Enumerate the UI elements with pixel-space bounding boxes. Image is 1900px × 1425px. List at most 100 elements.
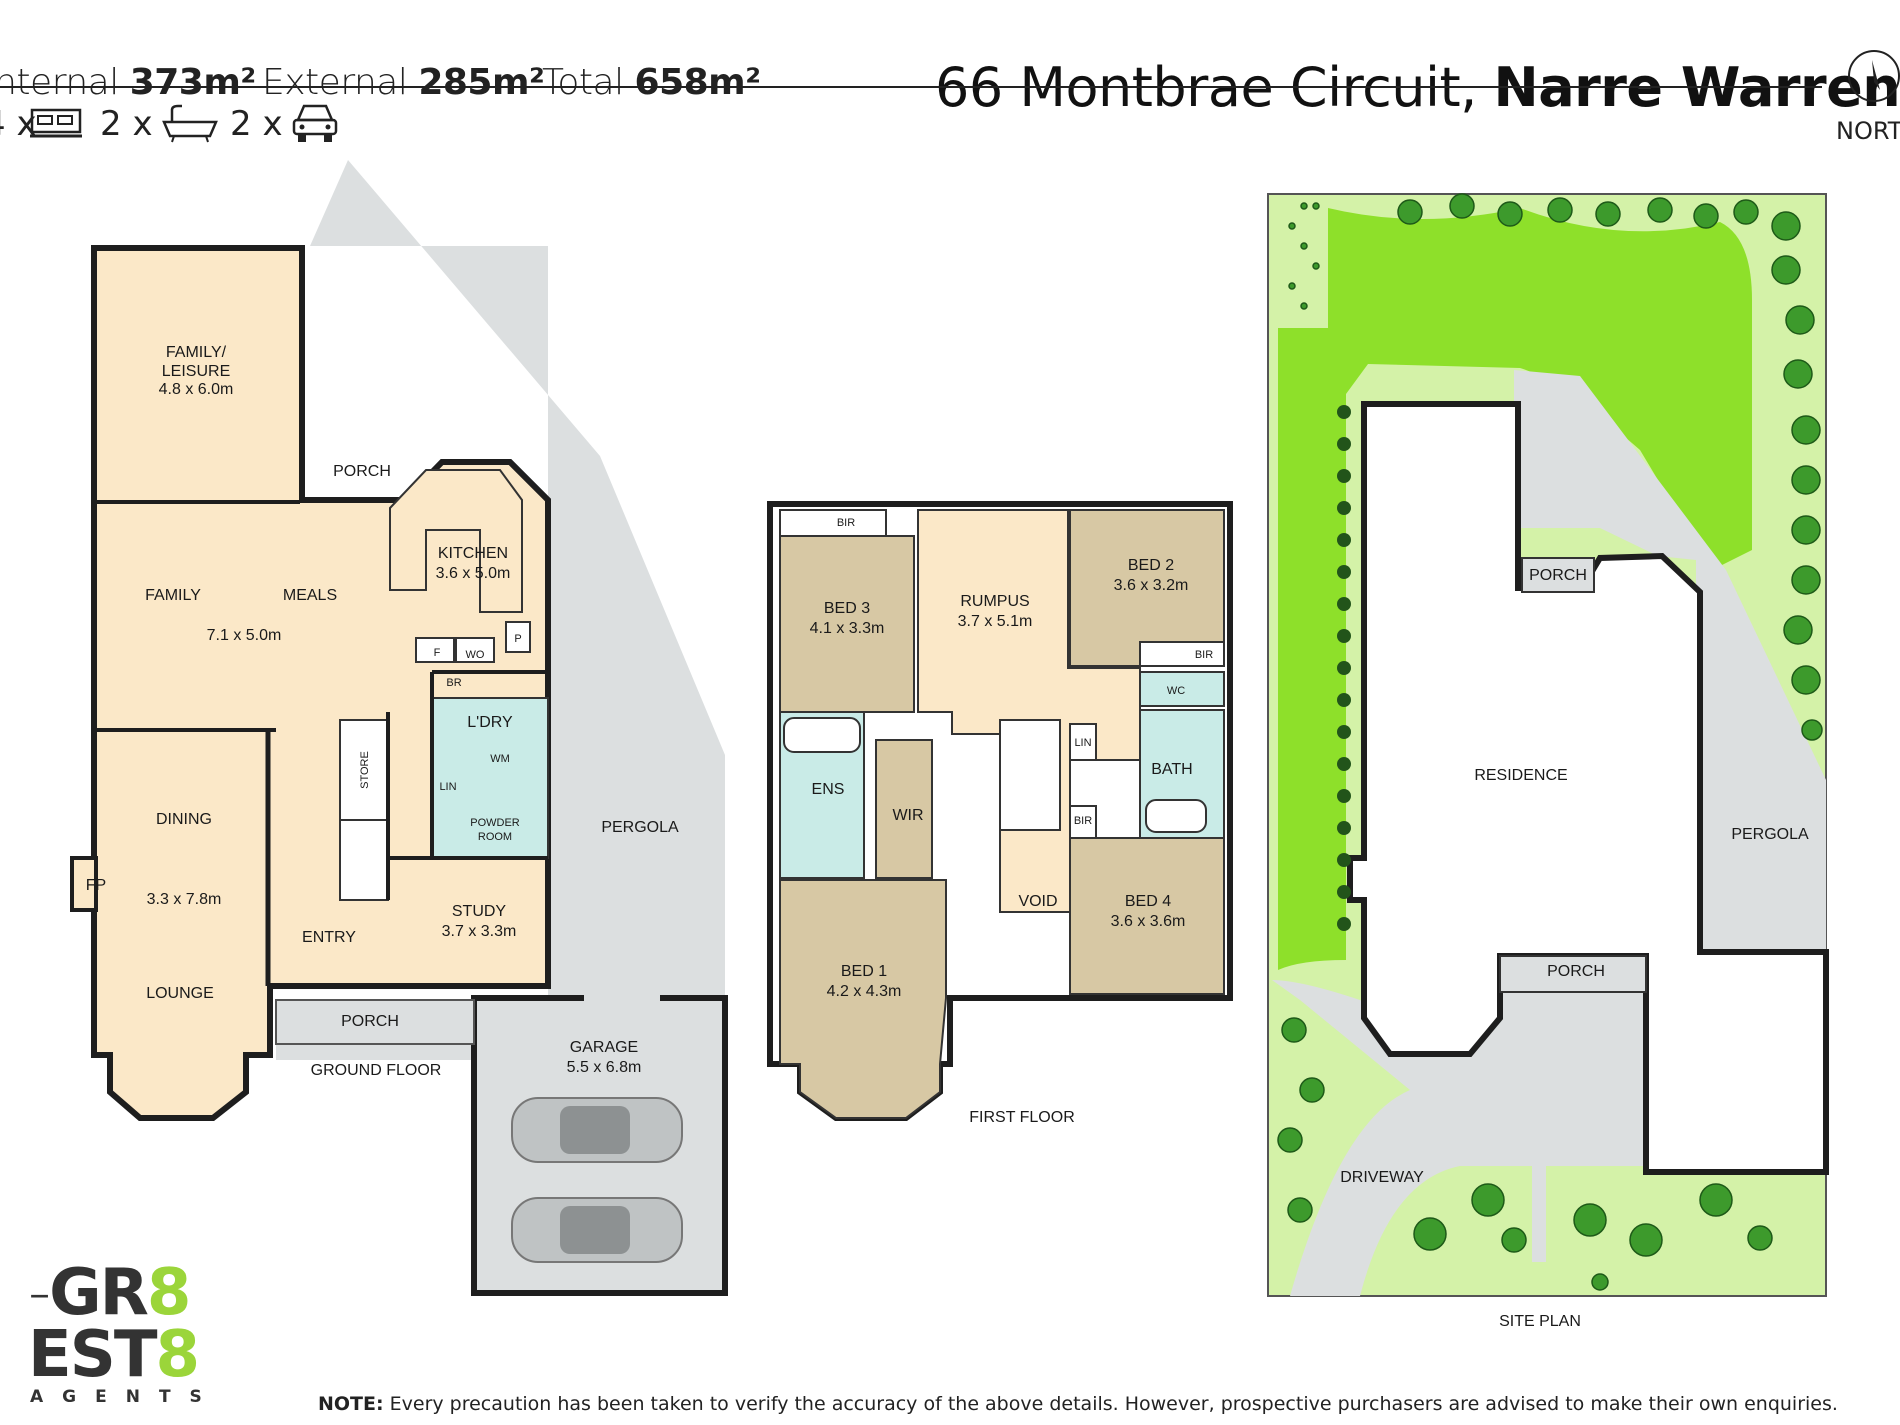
site-front-porch-label: PORCH	[1547, 963, 1605, 980]
family-meals-dim: 7.1 x 5.0m	[207, 627, 282, 644]
laundry-area	[431, 697, 549, 859]
bed2-dim: 3.6 x 3.2m	[1114, 577, 1189, 594]
agency-logo-subtitle: AGENTS	[30, 1387, 221, 1407]
site-rear-porch-label: PORCH	[1529, 567, 1587, 584]
first-floor-plan	[767, 501, 1233, 1121]
fridge-label: F	[434, 647, 441, 659]
first-floor-title: FIRST FLOOR	[969, 1109, 1075, 1126]
bed2-bir-label: BIR	[1195, 649, 1213, 661]
garage-dim: 5.5 x 6.8m	[567, 1059, 642, 1076]
car-count: 2 x	[230, 104, 283, 144]
driveway-area	[1272, 960, 1646, 1296]
linen-label: LIN	[439, 781, 456, 793]
wir-room	[875, 739, 933, 879]
bed1-dim: 4.2 x 4.3m	[827, 983, 902, 1000]
total-area: Total 658m²	[542, 62, 761, 103]
entry-label: ENTRY	[302, 929, 356, 946]
bed3-label: BED 3	[824, 600, 870, 617]
store-label: STORE	[359, 751, 371, 789]
broom-label: BR	[446, 677, 461, 689]
bath-label: BATH	[1151, 761, 1192, 778]
front-porch-area	[275, 999, 475, 1045]
ground-floor-plan	[70, 160, 728, 1296]
north-label: NORTH	[1836, 117, 1900, 145]
study-dim: 3.7 x 3.3m	[442, 923, 517, 940]
ground-floor-outline	[91, 245, 551, 1121]
fireplace-label: FP	[86, 877, 106, 894]
bed3-bir	[779, 509, 887, 537]
powder-room-label: POWDER	[470, 817, 520, 829]
wc-room	[1139, 671, 1225, 707]
bed3-dim: 4.1 x 3.3m	[810, 620, 885, 637]
kitchen-bench	[389, 469, 523, 613]
front-porch-label: PORCH	[341, 1013, 399, 1030]
family-leisure-label: FAMILY/	[166, 344, 227, 361]
bed3-room	[779, 535, 915, 713]
powder-room-label-2: ROOM	[478, 831, 512, 843]
bed4-dim: 3.6 x 3.6m	[1111, 913, 1186, 930]
north-compass-icon	[1848, 50, 1900, 102]
header-rule	[0, 86, 1822, 88]
linen-label-first: LIN	[1074, 737, 1091, 749]
disclaimer-note: NOTE: Every precaution has been taken to…	[318, 1393, 1838, 1415]
fireplace	[70, 856, 98, 912]
family-label: FAMILY	[145, 587, 201, 604]
bed2-label: BED 2	[1128, 557, 1174, 574]
study-label: STUDY	[452, 903, 507, 920]
family-leisure-label-2: LEISURE	[162, 363, 230, 380]
rear-porch-label: PORCH	[333, 463, 391, 480]
site-pergola	[1514, 370, 1826, 952]
agency-logo: -GR8 EST8	[28, 1256, 200, 1392]
first-stairs	[999, 719, 1061, 831]
wir-label: WIR	[892, 807, 923, 824]
dining-label: DINING	[156, 811, 212, 828]
site-plan-title: SITE PLAN	[1499, 1313, 1581, 1330]
pergola-area	[276, 160, 725, 1060]
car-top-2-icon	[511, 1197, 683, 1263]
lawn-area	[1278, 208, 1752, 970]
bed1-label: BED 1	[841, 963, 887, 980]
dining-lounge-dim: 3.3 x 7.8m	[147, 891, 222, 908]
meals-label: MEALS	[283, 587, 337, 604]
bed2-bir	[1139, 641, 1225, 667]
linen-cupboard	[1069, 723, 1097, 761]
site-front-porch	[1499, 955, 1647, 993]
bed4-room	[1069, 837, 1225, 995]
pergola-label: PERGOLA	[601, 819, 679, 836]
wc-label: WC	[1167, 685, 1185, 697]
bed4-bir	[1069, 805, 1097, 839]
car-top-1-icon	[511, 1097, 683, 1163]
residence-label: RESIDENCE	[1474, 767, 1567, 784]
laundry-label: L'DRY	[467, 714, 513, 731]
garage-label: GARAGE	[570, 1039, 638, 1056]
bed-icon	[30, 108, 82, 138]
bath-icon	[162, 104, 218, 143]
washing-machine-label: WM	[490, 753, 510, 765]
kitchen-dim: 3.6 x 5.0m	[436, 565, 511, 582]
external-area: External 285m²	[262, 62, 545, 103]
garage-door-gap	[584, 994, 660, 1004]
ground-stairs	[339, 819, 389, 901]
car-icon	[292, 104, 338, 142]
rumpus-dim: 3.7 x 5.1m	[958, 613, 1033, 630]
bed2-room	[1069, 509, 1225, 667]
family-leisure-dim: 4.8 x 6.0m	[159, 381, 234, 398]
bath-count: 2 x	[100, 104, 153, 144]
bed4-bir-label: BIR	[1074, 815, 1092, 827]
kitchen-label: KITCHEN	[438, 545, 508, 562]
ground-floor-title: GROUND FLOOR	[311, 1062, 442, 1079]
store-room	[339, 719, 389, 821]
bed1-room	[779, 879, 947, 1119]
bed4-label: BED 4	[1125, 893, 1171, 910]
header: Internal 373m² External 285m² Total 658m…	[0, 28, 1900, 119]
ensuite-label: ENS	[812, 781, 845, 798]
site-plan	[1267, 193, 1829, 1297]
lounge-label: LOUNGE	[146, 985, 214, 1002]
driveway-label: DRIVEWAY	[1340, 1169, 1424, 1186]
site-pergola-label: PERGOLA	[1731, 826, 1809, 843]
void-label: VOID	[1018, 893, 1057, 910]
bed3-bir-label: BIR	[837, 517, 855, 529]
rumpus-label: RUMPUS	[960, 593, 1029, 610]
site-rear-porch	[1521, 557, 1595, 593]
